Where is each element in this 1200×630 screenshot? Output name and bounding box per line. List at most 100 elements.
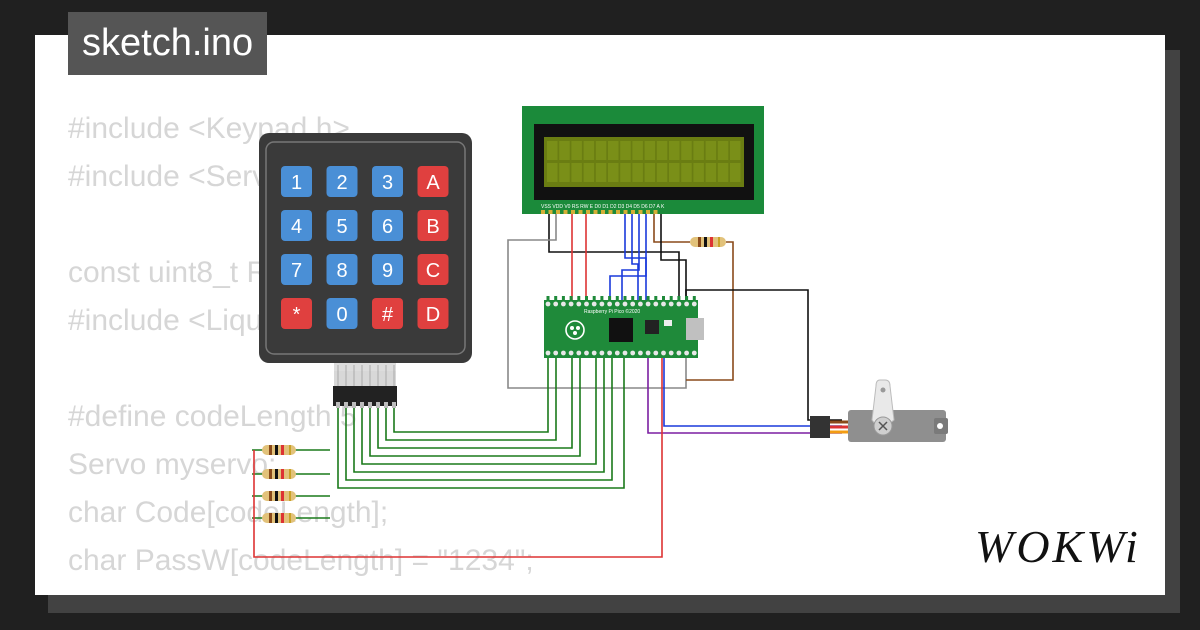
key-8[interactable]: 8 bbox=[326, 254, 358, 285]
resistor-band bbox=[275, 469, 278, 479]
resistor-band bbox=[269, 445, 272, 455]
key-cap[interactable] bbox=[372, 298, 403, 329]
key-cap[interactable] bbox=[326, 210, 358, 241]
code-line: char Code[codeLength]; bbox=[68, 496, 389, 529]
key-cap[interactable] bbox=[372, 210, 403, 241]
pico-board[interactable]: Raspberry Pi Pico ©2020 bbox=[544, 296, 704, 358]
pico-castellation bbox=[638, 296, 642, 301]
key-star[interactable]: * bbox=[281, 298, 312, 329]
pico-pin bbox=[545, 350, 551, 356]
lcd-cell bbox=[595, 163, 607, 182]
sketch-filename: sketch.ino bbox=[68, 12, 268, 75]
connector-pin bbox=[352, 402, 356, 408]
key-cap[interactable] bbox=[372, 166, 403, 197]
key-cap[interactable] bbox=[372, 254, 403, 285]
lcd-pin bbox=[601, 210, 605, 214]
wire-lcd-vdd bbox=[507, 212, 687, 389]
lcd-cell bbox=[669, 141, 680, 160]
key-0[interactable]: 0 bbox=[326, 298, 358, 329]
key-label: 4 bbox=[291, 216, 302, 238]
pico-pin bbox=[614, 350, 620, 356]
key-cap[interactable] bbox=[417, 166, 449, 197]
key-1[interactable]: 1 bbox=[281, 166, 312, 197]
wire-lcd-d6 bbox=[621, 212, 640, 300]
pico-castellation bbox=[592, 296, 596, 301]
code-line: char PassW[codeLength] = "1234"; bbox=[68, 544, 534, 577]
key-7[interactable]: 7 bbox=[281, 254, 312, 285]
pico-pin bbox=[568, 301, 574, 307]
key-9[interactable]: 9 bbox=[372, 254, 403, 285]
usb-port[interactable] bbox=[686, 318, 704, 340]
resistor-band bbox=[281, 491, 284, 501]
wire-keypad-7 bbox=[345, 356, 613, 481]
servo-screw-icon bbox=[878, 421, 888, 431]
key-d[interactable]: D bbox=[417, 298, 449, 329]
key-label: 6 bbox=[382, 216, 393, 238]
raspberry-logo-seed bbox=[570, 326, 574, 330]
key-c[interactable]: C bbox=[417, 254, 449, 285]
key-cap[interactable] bbox=[326, 166, 358, 197]
lcd-cell bbox=[547, 163, 558, 182]
ribbon-cable bbox=[334, 363, 396, 371]
pico-castellation bbox=[569, 296, 573, 301]
key-5[interactable]: 5 bbox=[326, 210, 358, 241]
lcd-cell bbox=[620, 141, 631, 160]
key-label: 3 bbox=[382, 172, 393, 194]
bootsel-button[interactable] bbox=[664, 320, 672, 326]
lcd-cell bbox=[571, 141, 582, 160]
pico-pin bbox=[545, 301, 551, 307]
resistor-band bbox=[269, 491, 272, 501]
key-4[interactable]: 4 bbox=[281, 210, 312, 241]
pico-pin bbox=[668, 350, 674, 356]
resistor bbox=[262, 513, 296, 523]
pico-castellation bbox=[561, 296, 565, 301]
pico-castellation bbox=[585, 296, 588, 301]
lcd-cell bbox=[705, 163, 717, 182]
key-6[interactable]: 6 bbox=[372, 210, 403, 241]
pico-pin bbox=[668, 301, 674, 307]
lcd-pin bbox=[623, 210, 628, 214]
lcd-display[interactable]: VSS VDD V0 RS RW E D0 D1 D2 D3 D4 D5 D6 … bbox=[522, 106, 764, 214]
connector-pin bbox=[392, 402, 396, 408]
key-cap[interactable] bbox=[417, 298, 449, 329]
key-cap[interactable] bbox=[281, 210, 312, 241]
key-label: D bbox=[426, 304, 440, 326]
key-cap[interactable] bbox=[281, 254, 312, 285]
key-b[interactable]: B bbox=[417, 210, 449, 241]
lcd-cell bbox=[681, 141, 692, 160]
rp2040-chip bbox=[609, 318, 633, 342]
key-cap[interactable] bbox=[326, 254, 358, 285]
key-cap[interactable] bbox=[281, 298, 312, 329]
key-hash[interactable]: # bbox=[372, 298, 403, 329]
lcd-character-cells bbox=[547, 141, 741, 182]
key-cap[interactable] bbox=[281, 166, 312, 197]
key-cap[interactable] bbox=[326, 298, 358, 329]
resistor-band bbox=[289, 445, 291, 455]
key-a[interactable]: A bbox=[417, 166, 449, 197]
lcd-cell bbox=[608, 163, 619, 182]
lcd-cell bbox=[705, 141, 717, 160]
lcd-cell bbox=[730, 141, 741, 160]
wire-lcd-d4 bbox=[624, 212, 647, 300]
pico-castellation bbox=[654, 296, 658, 301]
lcd-cell bbox=[730, 163, 741, 182]
key-label: 2 bbox=[336, 172, 347, 194]
pico-pin bbox=[607, 301, 612, 307]
lcd-pin bbox=[541, 210, 545, 214]
key-cap[interactable] bbox=[417, 254, 449, 285]
pico-pin bbox=[691, 350, 697, 356]
lcd-cell bbox=[656, 141, 668, 160]
resistor-band bbox=[289, 469, 291, 479]
pico-pin bbox=[607, 350, 612, 356]
key-2[interactable]: 2 bbox=[326, 166, 358, 197]
servo-motor[interactable] bbox=[810, 379, 948, 442]
wire-keypad-3 bbox=[377, 356, 573, 449]
pico-pin bbox=[661, 301, 666, 307]
key-3[interactable]: 3 bbox=[372, 166, 403, 197]
key-cap[interactable] bbox=[417, 210, 449, 241]
resistor-band bbox=[281, 445, 284, 455]
lcd-pin bbox=[586, 210, 590, 214]
